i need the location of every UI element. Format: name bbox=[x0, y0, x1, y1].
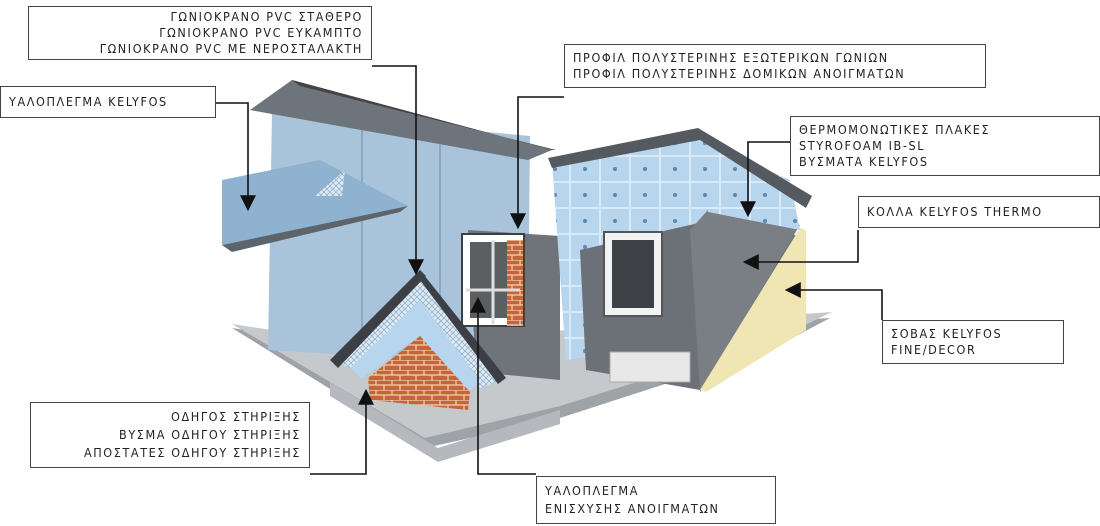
render-corner bbox=[690, 210, 800, 392]
label-opening-mesh-line1: ΥΑΛΟΠΛΕΓΜΑ bbox=[545, 483, 640, 498]
label-boards: ΘΕΡΜΟΜΟΝΩΤΙΚΕΣ ΠΛΑΚΕΣ bbox=[799, 122, 991, 137]
label-plaster-kelyfos: ΣΟΒΑΣ KELYFOS bbox=[891, 326, 1003, 341]
label-styrofoam: STYROFOAM IB-SL bbox=[799, 138, 926, 153]
leader-polystyrene-profiles bbox=[510, 96, 564, 230]
left-gable-wedge bbox=[222, 160, 408, 245]
front-gable-brick bbox=[368, 336, 470, 410]
label-guide: ΟΔΗΓΟΣ ΣΤΗΡΙΞΗΣ bbox=[171, 409, 301, 424]
label-mesh-kelyfos: ΥΑΛΟΠΛΕΓΜΑ KELYFOS bbox=[0, 86, 216, 118]
leader-pvc-corners bbox=[372, 65, 424, 276]
label-plaster: ΣΟΒΑΣ KELYFOS FINE/DECOR bbox=[882, 320, 1064, 364]
label-plaster-finish: FINE/DECOR bbox=[891, 342, 977, 357]
label-profile-external: ΠΡΟΦΙΛ ΠΟΛΥΣΤΕΡΙΝΗΣ ΕΞΩΤΕΡΙΚΩΝ ΓΩΝΙΩΝ bbox=[573, 50, 889, 65]
leader-mesh-kelyfos bbox=[216, 102, 256, 212]
leader-opening-mesh bbox=[470, 296, 536, 475]
roof-edge-right bbox=[548, 128, 812, 208]
label-glue-text: ΚΟΛΛΑ KELYFOS THERMO bbox=[867, 204, 1043, 219]
label-pvc-corners: ΓΩΝΙΟΚΡΑΝΟ PVC ΣΤΑΘΕΡΟ ΓΩΝΙΟΚΡΑΝΟ PVC ΕΥ… bbox=[28, 6, 372, 60]
label-profile-openings: ΠΡΟΦΙΛ ΠΟΛΥΣΤΕΡΙΝΗΣ ΔΟΜΙΚΩΝ ΑΝΟΙΓΜΑΤΩΝ bbox=[573, 66, 906, 81]
label-opening-mesh-line2: ΕΝΙΣΧΥΣΗΣ ΑΝΟΙΓΜΑΤΩΝ bbox=[545, 501, 720, 516]
front-floor-slab bbox=[330, 382, 560, 462]
plaster-layer bbox=[700, 228, 806, 392]
leader-insulation-boards bbox=[740, 141, 790, 218]
label-anchors: ΒΥΣΜΑΤΑ KELYFOS bbox=[799, 154, 929, 169]
label-pvc-flexible: ΓΩΝΙΟΚΡΑΝΟ PVC ΕΥΚΑΜΠΤΟ bbox=[159, 25, 363, 40]
front-gable-foam bbox=[350, 300, 480, 392]
label-glue: ΚΟΛΛΑ KELYFOS THERMO bbox=[858, 196, 1100, 228]
label-guide-anchor: ΒΥΣΜΑ ΟΔΗΓΟΥ ΣΤΗΡΙΞΗΣ bbox=[119, 427, 301, 442]
label-guide-spacers: ΑΠΟΣΤΑΤΕΣ ΟΔΗΓΟΥ ΣΤΗΡΙΞΗΣ bbox=[83, 445, 301, 460]
label-mesh-kelyfos-text: ΥΑΛΟΠΛΕΓΜΑ KELYFOS bbox=[9, 94, 168, 109]
label-opening-mesh: ΥΑΛΟΠΛΕΓΜΑ ΕΝΙΣΧΥΣΗΣ ΑΝΟΙΓΜΑΤΩΝ bbox=[536, 476, 776, 524]
leader-glue bbox=[742, 230, 859, 270]
leader-lines bbox=[216, 65, 883, 475]
label-pvc-fixed: ΓΩΝΙΟΚΡΑΝΟ PVC ΣΤΑΘΕΡΟ bbox=[170, 9, 363, 24]
label-support-guide: ΟΔΗΓΟΣ ΣΤΗΡΙΞΗΣ ΒΥΣΜΑ ΟΔΗΓΟΥ ΣΤΗΡΙΞΗΣ ΑΠ… bbox=[30, 402, 310, 468]
label-pvc-drip: ΓΩΝΙΟΚΡΑΝΟ PVC ΜΕ ΝΕΡΟΣΤΑΛΑΚΤΗ bbox=[99, 41, 363, 56]
label-polystyrene-profiles: ΠΡΟΦΙΛ ΠΟΛΥΣΤΕΡΙΝΗΣ ΕΞΩΤΕΡΙΚΩΝ ΓΩΝΙΩΝ ΠΡ… bbox=[564, 44, 986, 88]
label-insulation-boards: ΘΕΡΜΟΜΟΝΩΤΙΚΕΣ ΠΛΑΚΕΣ STYROFOAM IB-SL ΒΥ… bbox=[790, 116, 1100, 176]
roof-edge-left bbox=[250, 80, 552, 160]
leader-support-guide bbox=[310, 388, 374, 475]
leader-plaster bbox=[784, 282, 883, 320]
